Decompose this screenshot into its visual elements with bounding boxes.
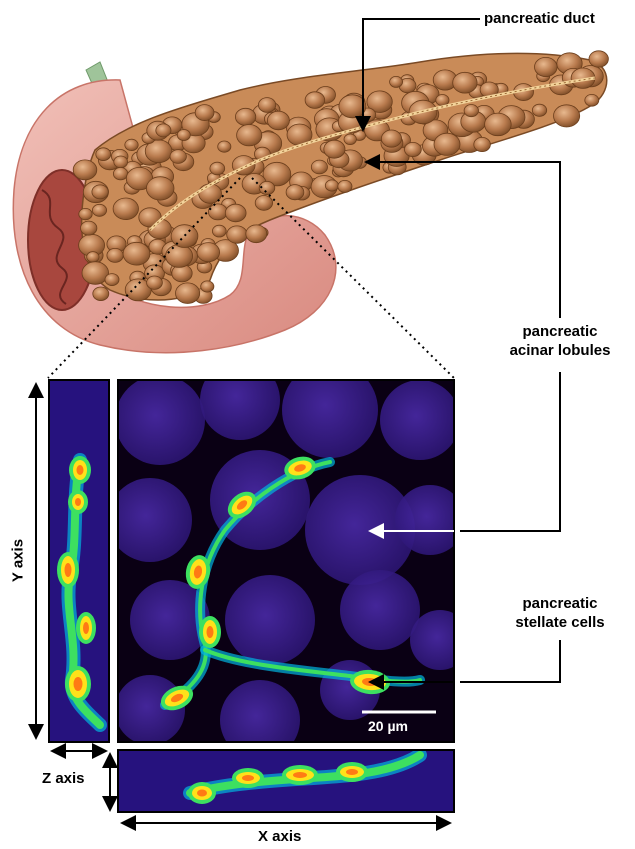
label-stellate-cells: pancreatic stellate cells: [490, 594, 630, 632]
acinar-lobule: [554, 105, 580, 127]
acinar-lobule: [208, 204, 227, 220]
acinar-lobule: [147, 276, 163, 289]
acinar-cell: [225, 575, 315, 665]
acinar-lobule: [201, 281, 214, 292]
acinar-lobule: [286, 185, 304, 200]
acinar-leader-top: [368, 162, 560, 318]
label-scale-bar: 20 µm: [368, 717, 408, 736]
acinar-lobule: [105, 274, 119, 286]
stellate-nucleus: [74, 677, 83, 691]
stellate-nucleus: [75, 498, 81, 506]
acinar-lobule: [535, 57, 558, 76]
stellate-leader: [460, 640, 560, 682]
acinar-lobule: [344, 134, 356, 145]
acinar-lobule: [197, 243, 220, 262]
acinar-lobule: [107, 248, 123, 262]
acinar-cell: [340, 570, 420, 650]
acinar-lobule: [434, 133, 460, 155]
acinar-lobule: [246, 225, 267, 243]
acinar-lobule: [82, 262, 109, 285]
acinar-lobule: [325, 180, 338, 191]
acinar-lobule: [81, 221, 97, 235]
acinar-cell: [410, 610, 470, 670]
acinar-lobule: [339, 95, 366, 118]
acinar-cell: [108, 478, 192, 562]
stellate-nucleus: [83, 622, 89, 634]
acinar-lobule: [258, 98, 275, 113]
acinar-lobule: [87, 252, 99, 263]
acinar-lobule: [113, 168, 127, 180]
acinar-lobule: [79, 208, 92, 219]
micro-xz-panel: [118, 750, 454, 812]
acinar-lobule: [237, 125, 262, 146]
acinar-lobule: [464, 105, 478, 117]
acinar-lobule: [171, 225, 198, 248]
acinar-lobule: [305, 92, 325, 109]
stellate-nucleus: [207, 626, 214, 638]
label-x-axis: X axis: [258, 828, 301, 845]
label-y-axis: Y axis: [10, 531, 27, 591]
acinar-lobule: [218, 141, 231, 152]
acinar-lobule: [453, 72, 477, 93]
acinar-lobule: [176, 283, 200, 304]
label-acinar-line2: acinar lobules: [490, 341, 630, 360]
acinar-lobule: [166, 245, 193, 268]
acinar-lobule: [123, 242, 150, 265]
acinar-leader-bottom: [460, 372, 560, 531]
acinar-lobule: [267, 111, 289, 130]
label-stellate-line1: pancreatic: [490, 594, 630, 613]
label-acinar-lobules: pancreatic acinar lobules: [490, 322, 630, 360]
acinar-lobule: [170, 150, 186, 164]
acinar-lobule: [235, 108, 255, 125]
acinar-lobule: [311, 160, 327, 174]
acinar-lobule: [255, 196, 272, 211]
stellate-nucleus: [197, 790, 207, 797]
micro-xy-panel: [108, 360, 470, 760]
acinar-lobule: [92, 185, 108, 199]
acinar-cell: [220, 680, 300, 760]
stellate-nucleus: [77, 465, 84, 475]
acinar-cell: [380, 380, 460, 460]
acinar-lobule: [146, 177, 174, 200]
acinar-lobule: [225, 204, 246, 222]
stellate-nucleus: [65, 563, 72, 577]
acinar-lobule: [436, 95, 449, 106]
acinar-lobule: [390, 76, 403, 87]
acinar-lobule: [212, 225, 226, 237]
acinar-lobule: [210, 162, 225, 175]
acinar-lobule: [125, 139, 138, 150]
acinar-lobule: [114, 156, 128, 168]
acinar-lobule: [338, 180, 352, 192]
acinar-lobule: [324, 140, 345, 158]
label-acinar-line1: pancreatic: [490, 322, 630, 341]
stellate-nucleus: [346, 769, 358, 775]
acinar-lobule: [113, 198, 138, 220]
acinar-lobule: [485, 113, 512, 136]
label-stellate-line2: stellate cells: [490, 613, 630, 632]
acinar-lobule: [177, 130, 190, 141]
acinar-cell: [115, 375, 205, 465]
stellate-nucleus: [293, 772, 307, 778]
acinar-lobule: [532, 104, 546, 116]
acinar-lobule: [405, 142, 422, 156]
acinar-lobule: [381, 130, 401, 147]
acinar-lobule: [227, 226, 248, 243]
micro-yz-panel: [49, 380, 109, 742]
pancreas-illustration: [13, 51, 608, 353]
stellate-nucleus: [242, 775, 254, 781]
acinar-cell: [282, 362, 378, 458]
acinar-cell: [200, 360, 280, 440]
acinar-lobule: [589, 51, 608, 67]
acinar-lobule: [96, 148, 111, 161]
acinar-lobule: [93, 287, 109, 301]
acinar-lobule: [156, 124, 171, 137]
label-pancreatic-duct: pancreatic duct: [484, 9, 595, 28]
acinar-lobule: [73, 160, 97, 180]
label-z-axis: Z axis: [42, 770, 85, 787]
acinar-lobule: [585, 94, 599, 106]
acinar-lobule: [474, 137, 491, 151]
acinar-lobule: [92, 204, 106, 216]
acinar-lobule: [195, 105, 214, 121]
